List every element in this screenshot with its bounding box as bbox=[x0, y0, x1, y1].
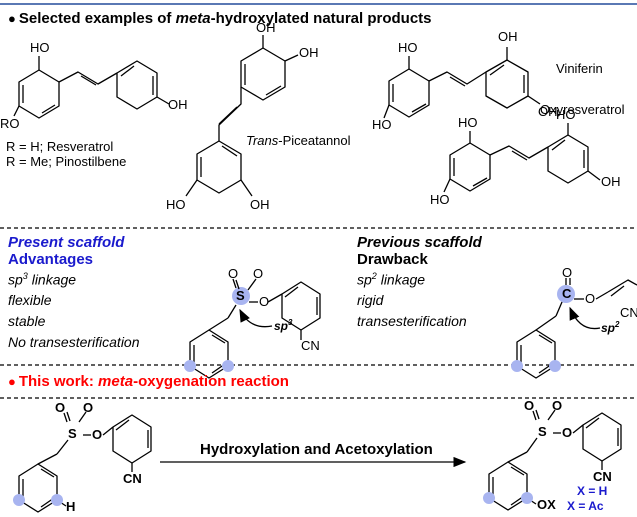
previous-o-carbonyl: O bbox=[562, 265, 573, 280]
product-x-ac: X = Ac bbox=[567, 499, 604, 513]
sm-h: H bbox=[66, 499, 76, 514]
resveratrol-structure bbox=[13, 56, 170, 119]
present-item-stable: stable bbox=[8, 313, 46, 329]
product-structure bbox=[488, 409, 622, 511]
present-item-no-transesterification: No transesterification bbox=[8, 334, 140, 350]
product-x-h: X = H bbox=[577, 484, 608, 498]
section-header-natural-products: ●Selected examples of meta-hydroxylated … bbox=[8, 10, 432, 27]
present-scaffold-title: Present scaffold bbox=[8, 234, 125, 251]
sm-o-left: O bbox=[55, 400, 66, 415]
product-cn: CN bbox=[593, 469, 612, 484]
present-cn: CN bbox=[301, 338, 320, 353]
oxyresveratrol-structure bbox=[443, 123, 601, 193]
previous-item-sp2: sp2 linkage bbox=[357, 271, 426, 288]
oxyresveratrol-oh: OH bbox=[601, 174, 621, 189]
previous-c-atom: C bbox=[562, 286, 572, 301]
previous-drawback: Drawback bbox=[357, 251, 428, 268]
present-item-sp3: sp3 linkage bbox=[8, 271, 77, 288]
piceatannol-label: Trans-Piceatannol bbox=[246, 133, 351, 148]
present-o-right: O bbox=[253, 266, 264, 281]
resveratrol-ro: RO bbox=[0, 116, 20, 131]
present-sp3-tag: sp3 bbox=[274, 318, 293, 333]
previous-item-rigid: rigid bbox=[357, 292, 384, 308]
resveratrol-oh: OH bbox=[168, 97, 188, 112]
piceatannol-oh-bottom: OH bbox=[250, 197, 270, 212]
sm-o-right: O bbox=[83, 400, 94, 415]
resveratrol-ho: HO bbox=[30, 40, 50, 55]
oxyresveratrol-label: Oxyresveratrol bbox=[540, 102, 625, 117]
reaction-arrow-label: Hydroxylation and Acetoxylation bbox=[200, 441, 433, 458]
present-s-atom: S bbox=[236, 288, 245, 303]
sm-s-atom: S bbox=[68, 426, 77, 441]
viniferin-label: Viniferin bbox=[556, 61, 603, 76]
present-advantages: Advantages bbox=[8, 251, 94, 268]
viniferin-ho-bottom: HO bbox=[372, 117, 392, 132]
product-o-left: O bbox=[524, 398, 535, 413]
present-item-flexible: flexible bbox=[8, 292, 52, 308]
piceatannol-oh-top: OH bbox=[256, 20, 276, 35]
previous-scaffold-title: Previous scaffold bbox=[357, 234, 482, 251]
present-scaffold-structure bbox=[189, 278, 321, 379]
product-o-right: O bbox=[552, 398, 563, 413]
piceatannol-structure bbox=[185, 35, 299, 197]
viniferin-oh-bottom: OH bbox=[538, 104, 558, 119]
section-header-this-work: ●This work: meta-oxygenation reaction bbox=[8, 373, 289, 390]
viniferin-structure bbox=[383, 47, 541, 119]
previous-o-ester: O bbox=[585, 291, 596, 306]
oxyresveratrol-ho-bottom: HO bbox=[430, 192, 450, 207]
previous-sp2-tag: sp2 bbox=[601, 320, 620, 335]
oxyresveratrol-ho-top: HO bbox=[458, 115, 478, 130]
sm-cn: CN bbox=[123, 471, 142, 486]
piceatannol-ho: HO bbox=[166, 197, 186, 212]
piceatannol-oh-right: OH bbox=[299, 45, 319, 60]
present-o-ester: O bbox=[259, 294, 270, 309]
resveratrol-label: R = H; Resveratrol bbox=[6, 139, 114, 154]
product-s-atom: S bbox=[538, 424, 547, 439]
viniferin-oh-top: OH bbox=[498, 29, 518, 44]
pinostilbene-label: R = Me; Pinostilbene bbox=[6, 154, 127, 169]
sm-o-ester: O bbox=[92, 427, 103, 442]
previous-scaffold-structure bbox=[516, 278, 637, 379]
product-ox: OX bbox=[537, 497, 556, 512]
present-o-left: O bbox=[228, 266, 239, 281]
viniferin-ho-top: HO bbox=[398, 40, 418, 55]
product-o-ester: O bbox=[562, 425, 573, 440]
oxyresveratrol-ho-right: HO bbox=[556, 107, 576, 122]
previous-item-transesterification: transesterification bbox=[357, 313, 467, 329]
starting-material-structure bbox=[18, 411, 152, 513]
previous-cn: CN bbox=[620, 305, 637, 320]
